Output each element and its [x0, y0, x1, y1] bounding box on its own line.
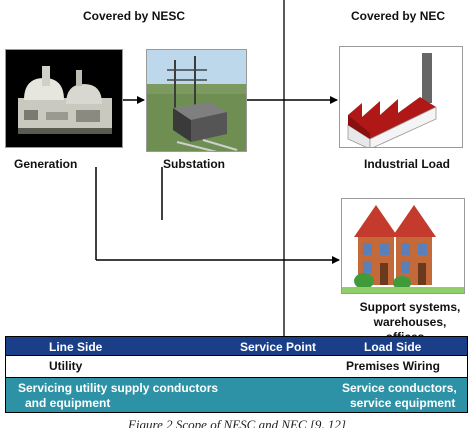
power-plant-icon	[6, 50, 122, 147]
figure-caption: Figure 2 Scope of NESC and NEC [9, 12]	[128, 417, 346, 428]
generation-label: Generation	[14, 157, 78, 171]
service-point-label: Service Point	[240, 340, 317, 354]
support-systems-line1: Support systems,	[359, 300, 461, 314]
premises-wiring-label: Premises Wiring	[346, 359, 440, 373]
industrial-load-panel	[339, 46, 463, 148]
utility-premises-band: Utility Premises Wiring	[5, 356, 468, 377]
houses-icon	[342, 205, 464, 293]
service-conductors-line2: service equipment	[350, 396, 456, 410]
utility-servicing-line2: and equipment	[25, 396, 111, 410]
nec-header: Covered by NEC	[351, 9, 446, 23]
industrial-load-label: Industrial Load	[364, 157, 451, 171]
servicing-band: Servicing utility supply conductors and …	[5, 377, 468, 413]
nesc-header: Covered by NESC	[83, 9, 186, 23]
load-side-label: Load Side	[364, 340, 422, 354]
line-load-side-band: Line Side Service Point Load Side	[5, 336, 468, 356]
utility-label: Utility	[49, 359, 83, 373]
service-conductors-line1: Service conductors,	[342, 381, 457, 395]
utility-servicing-line1: Servicing utility supply conductors	[18, 381, 219, 395]
substation-panel	[146, 49, 247, 152]
line-side-label: Line Side	[49, 340, 103, 354]
factory-icon	[347, 53, 437, 147]
support-systems-panel	[341, 198, 465, 294]
substation-icon	[147, 50, 246, 151]
substation-label: Substation	[163, 157, 225, 171]
generation-panel	[5, 49, 123, 148]
